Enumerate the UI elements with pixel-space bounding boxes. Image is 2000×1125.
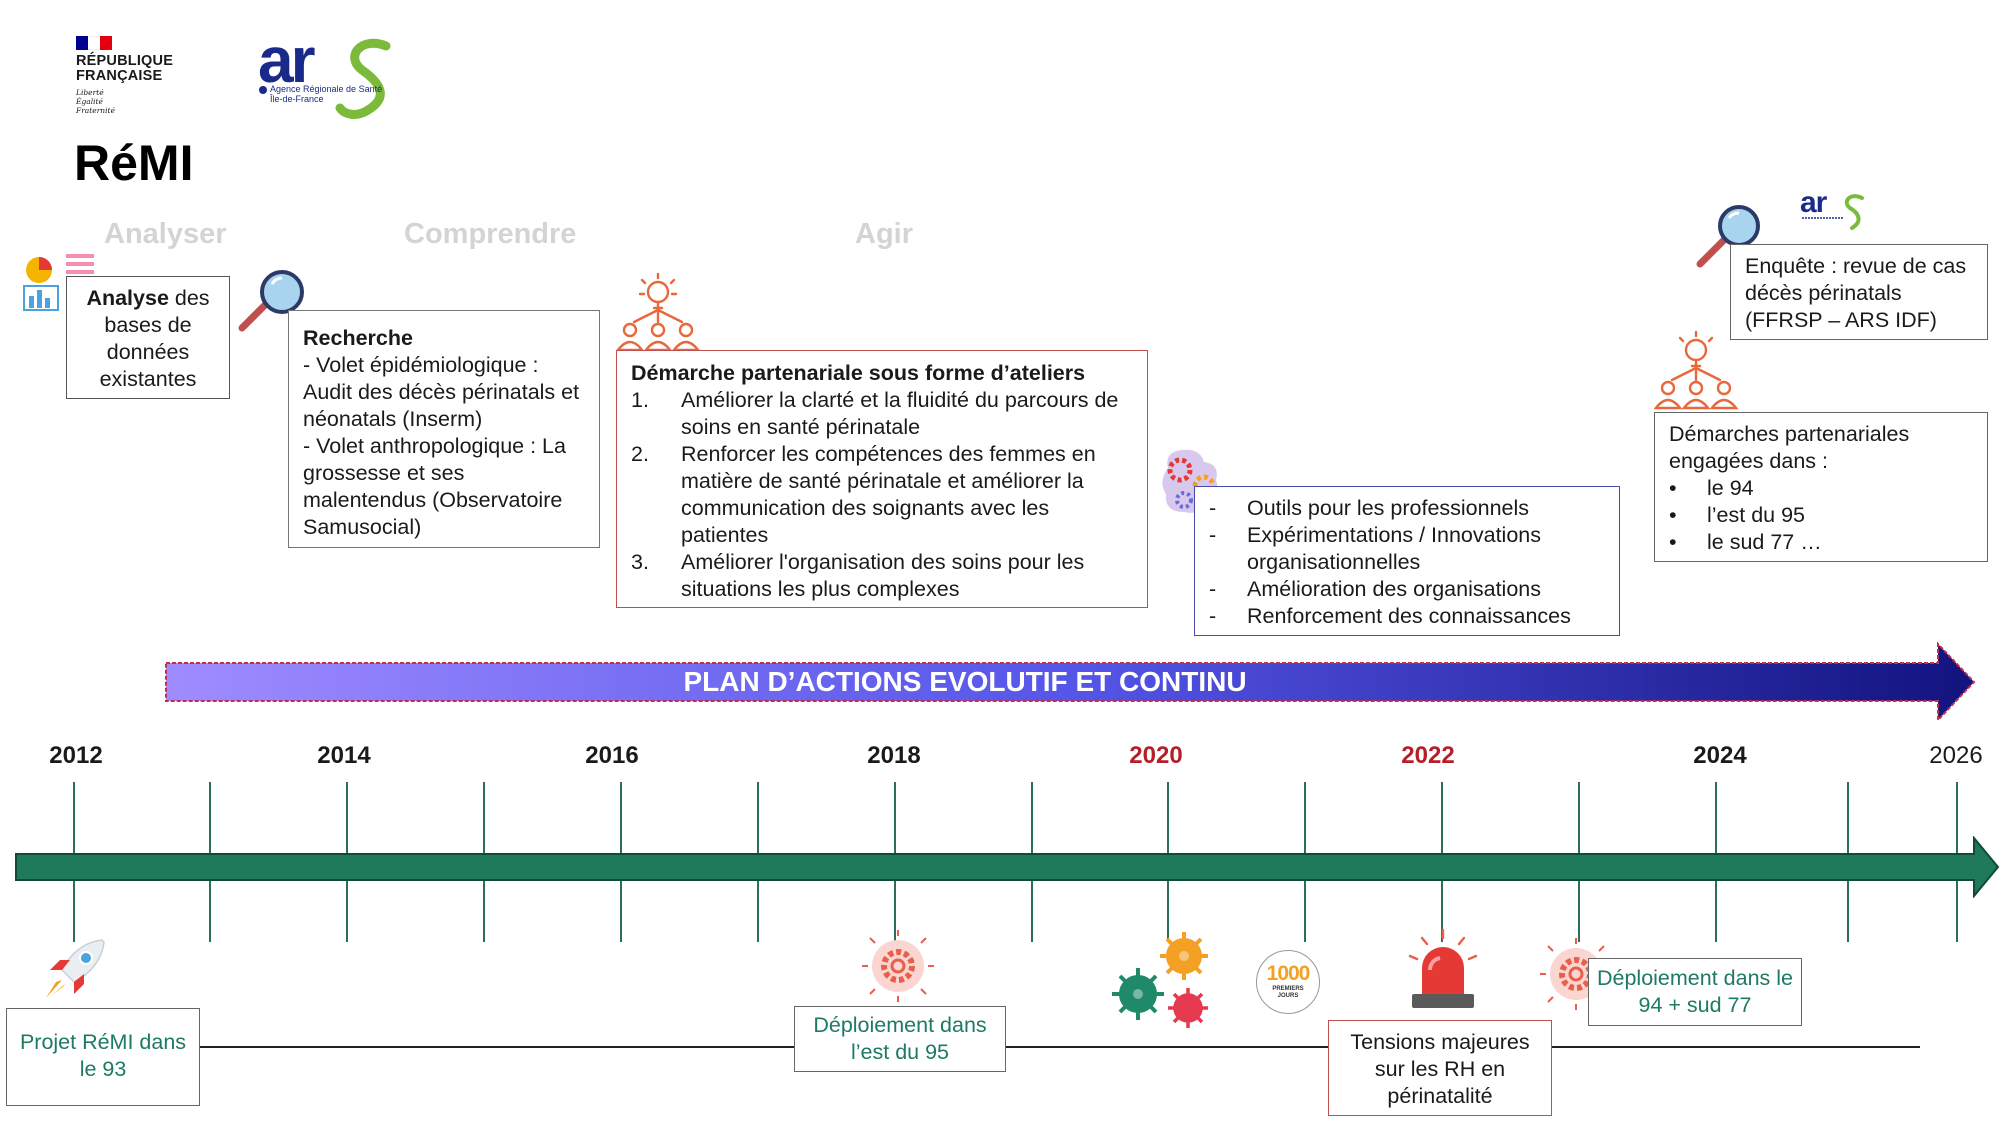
demarche-item-1: 1. Améliorer la clarté et la fluidité du… (631, 388, 1119, 439)
year-2022: 2022 (1401, 742, 1455, 769)
year-2016: 2016 (585, 742, 639, 769)
lightbulb-team-icon (614, 270, 702, 354)
gov-logo-line-2: FRANÇAISE (76, 68, 163, 84)
gov-motto-1: Liberté (76, 88, 104, 97)
year-2012: 2012 (49, 742, 103, 769)
demarche-item-3: 3. Améliorer l'organisation des soins po… (631, 550, 1085, 601)
recherche-box: Recherche - Volet épidémiologique : Audi… (288, 310, 600, 548)
event-projet-93-text: Projet RéMI dans le 93 (19, 1030, 187, 1081)
gear-spread-icon (858, 928, 938, 1006)
gov-motto-2: Égalité (76, 97, 103, 106)
ars-logo-sub-2: Île-de-France (270, 94, 324, 104)
virus-icon (1106, 928, 1214, 1034)
phase-analyser: Analyser (104, 218, 227, 250)
year-2014: 2014 (317, 742, 371, 769)
plan-banner-arrow: PLAN D’ACTIONS EVOLUTIF ET CONTINU (164, 641, 1976, 723)
analyse-box: Analyse des bases de données existantes (66, 276, 230, 399)
outils-item-3: -Amélioration des organisations (1209, 577, 1541, 601)
ars-logo: ar Agence Régionale de Santé Île-de-Fran… (258, 24, 418, 125)
event-tensions-rh: Tensions majeures sur les RH en périnata… (1328, 1020, 1552, 1116)
outils-box: -Outils pour les professionnels -Expérim… (1194, 486, 1620, 636)
badge-1000-text: 1000 (1266, 962, 1311, 985)
recherche-title: Recherche (303, 326, 413, 350)
enquete-text: Enquête : revue de cas décès périnatals … (1745, 254, 1967, 332)
page-title: RéMI (74, 135, 194, 191)
ars-logo-sub-1: Agence Régionale de Santé (270, 84, 383, 94)
analyse-text: des bases de données existantes (99, 286, 210, 391)
year-2018: 2018 (867, 742, 921, 769)
lightbulb-team-icon-2 (1652, 328, 1740, 412)
outils-item-1: -Outils pour les professionnels (1209, 496, 1530, 520)
phase-comprendre: Comprendre (404, 218, 577, 250)
enquete-box: Enquête : revue de cas décès périnatals … (1730, 244, 1988, 340)
plan-arrow-shape (165, 641, 1976, 723)
alarm-light-icon (1404, 928, 1482, 1012)
partenariales-item-3: •le sud 77 … (1669, 530, 1822, 554)
demarche-box: Démarche partenariale sous forme d’ateli… (616, 350, 1148, 608)
event-deploiement-94-77-text: Déploiement dans le 94 + sud 77 (1596, 966, 1793, 1017)
partenariales-box: Démarches partenariales engagées dans : … (1654, 412, 1988, 562)
plan-banner-text: PLAN D’ACTIONS EVOLUTIF ET CONTINU (683, 666, 1247, 697)
partenariales-item-1: •le 94 (1669, 476, 1754, 500)
outils-item-4: -Renforcement des connaissances (1209, 604, 1571, 628)
year-2020: 2020 (1129, 742, 1183, 769)
demarche-item-2: 2. Renforcer les compétences des femmes … (631, 442, 1096, 547)
analyse-bold: Analyse (86, 286, 169, 310)
ars-logo-icon: ar (258, 24, 391, 119)
flag-icon (76, 36, 112, 50)
event-baseline (196, 1046, 1920, 1048)
event-tensions-rh-text: Tensions majeures sur les RH en périnata… (1350, 1030, 1530, 1108)
magnifier-icon-2 (1694, 204, 1762, 270)
phase-agir: Agir (855, 218, 913, 250)
republique-francaise-logo: RÉPUBLIQUE FRANÇAISE Liberté Égalité Fra… (76, 36, 186, 115)
ars-small-logo: ar (1800, 186, 1870, 232)
partenariales-intro: Démarches partenariales engagées dans : (1669, 422, 1910, 473)
outils-item-2: -Expérimentations / Innovations organisa… (1209, 523, 1541, 574)
partenariales-item-2: •l’est du 95 (1669, 503, 1806, 527)
svg-text:ar: ar (258, 30, 315, 96)
event-deploiement-94-77: Déploiement dans le 94 + sud 77 (1588, 958, 1802, 1026)
rocket-icon (40, 936, 110, 1002)
1000-jours-badge: 1000 PREMIERS JOURS (1256, 950, 1320, 1014)
badge-sub-text: PREMIERS JOURS (1272, 986, 1304, 999)
event-deploiement-95: Déploiement dans l’est du 95 (794, 1006, 1006, 1072)
demarche-title: Démarche partenariale sous forme d’ateli… (631, 361, 1086, 385)
recherche-line-2: - Volet anthropologique : La grossesse e… (303, 434, 566, 539)
event-deploiement-95-text: Déploiement dans l’est du 95 (813, 1013, 987, 1064)
svg-text:ar: ar (1800, 188, 1828, 219)
gov-motto-3: Fraternité (76, 106, 115, 115)
gov-logo-line-1: RÉPUBLIQUE (76, 53, 174, 69)
magnifier-icon (236, 268, 306, 334)
recherche-line-1: - Volet épidémiologique : Audit des décè… (303, 353, 580, 431)
year-2024: 2024 (1693, 742, 1747, 769)
timeline-arrow (14, 835, 2000, 899)
event-projet-93: Projet RéMI dans le 93 (6, 1008, 200, 1106)
year-2026: 2026 (1929, 742, 1983, 769)
